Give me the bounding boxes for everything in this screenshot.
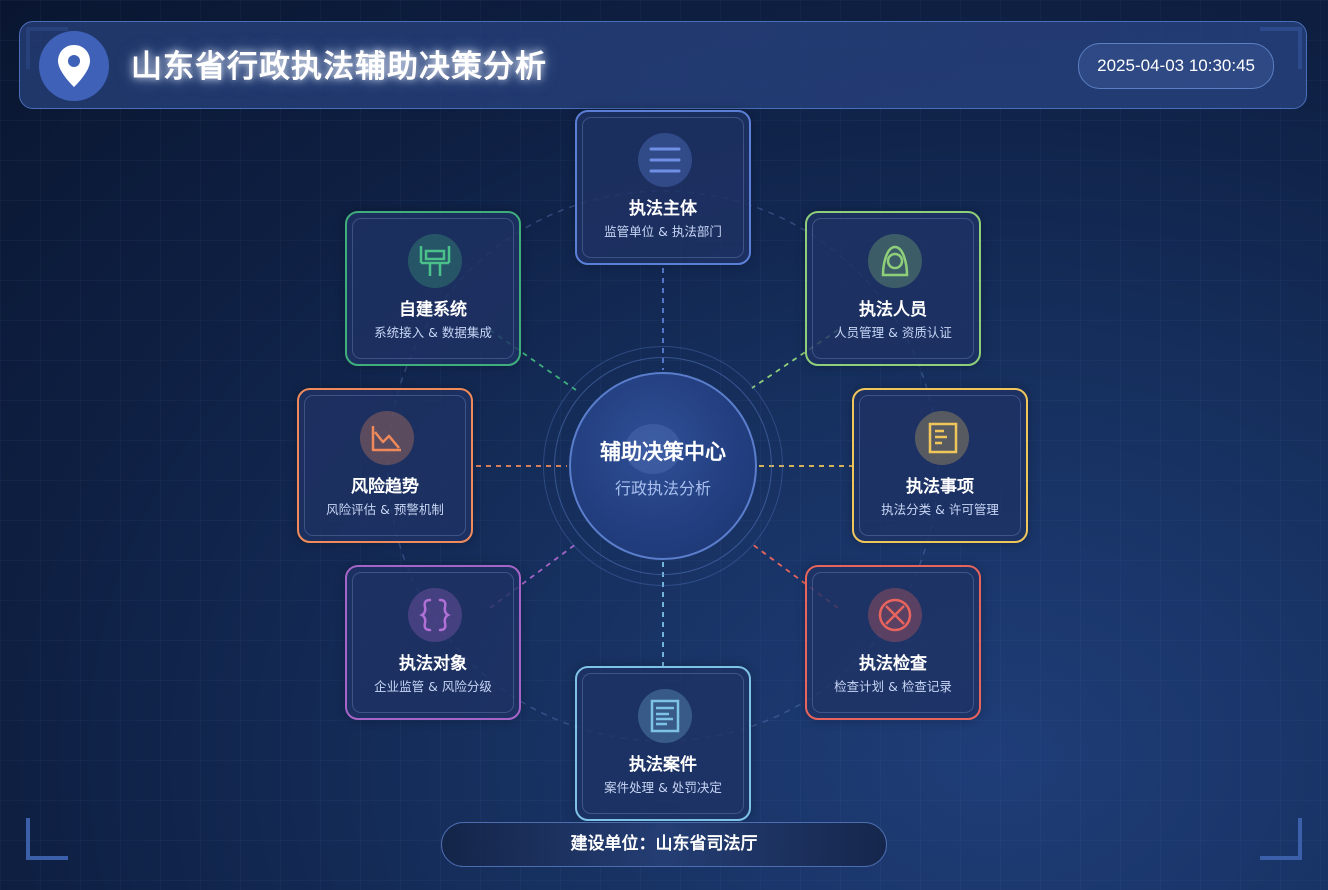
hub-title: 辅助决策中心 xyxy=(600,440,726,464)
node-subtitle: 检查计划 & 检查记录 xyxy=(834,679,952,694)
menu-icon xyxy=(638,133,692,187)
person-icon xyxy=(868,234,922,288)
page-title: 山东省行政执法辅助决策分析 xyxy=(131,49,547,85)
header-bar: 山东省行政执法辅助决策分析 2025-04-03 10:30:45 xyxy=(19,21,1307,109)
node-title: 执法人员 xyxy=(859,300,927,320)
node-title: 执法案件 xyxy=(629,755,697,775)
node-title: 自建系统 xyxy=(399,300,467,320)
node-subtitle: 系统接入 & 数据集成 xyxy=(374,325,492,340)
node-subject[interactable]: 执法主体 监管单位 & 执法部门 xyxy=(575,110,751,265)
hub-subtitle: 行政执法分析 xyxy=(614,479,711,498)
location-pin-icon xyxy=(39,31,109,101)
braces-icon xyxy=(408,588,462,642)
node-inspection[interactable]: 执法检查 检查计划 & 检查记录 xyxy=(805,565,981,720)
node-personnel[interactable]: 执法人员 人员管理 & 资质认证 xyxy=(805,211,981,366)
node-subtitle: 执法分类 & 许可管理 xyxy=(881,502,999,517)
node-title: 执法检查 xyxy=(859,654,927,674)
node-title: 执法事项 xyxy=(906,477,974,497)
node-selfbuilt[interactable]: 自建系统 系统接入 & 数据集成 xyxy=(345,211,521,366)
hub-ring xyxy=(543,346,783,586)
node-title: 风险趋势 xyxy=(351,477,419,497)
node-cases[interactable]: 执法案件 案件处理 & 处罚决定 xyxy=(575,666,751,821)
node-subtitle: 案件处理 & 处罚决定 xyxy=(604,780,722,795)
close-circle-icon xyxy=(868,588,922,642)
node-title: 执法对象 xyxy=(399,654,467,674)
node-subtitle: 监管单位 & 执法部门 xyxy=(604,224,722,239)
corner-decoration xyxy=(26,818,68,860)
footer-credit: 建设单位：山东省司法厅 xyxy=(441,822,887,867)
hub-glow xyxy=(625,424,681,474)
node-objects[interactable]: 执法对象 企业监管 & 风险分级 xyxy=(345,565,521,720)
node-subtitle: 企业监管 & 风险分级 xyxy=(374,679,492,694)
file-icon xyxy=(638,689,692,743)
datetime-display: 2025-04-03 10:30:45 xyxy=(1078,43,1274,89)
node-subtitle: 人员管理 & 资质认证 xyxy=(834,325,952,340)
node-subtitle: 风险评估 & 预警机制 xyxy=(326,502,444,517)
node-matters[interactable]: 执法事项 执法分类 & 许可管理 xyxy=(852,388,1028,543)
trend-down-icon xyxy=(360,411,414,465)
node-risk[interactable]: 风险趋势 风险评估 & 预警机制 xyxy=(297,388,473,543)
monitor-icon xyxy=(408,234,462,288)
hub-ring xyxy=(554,357,772,575)
decision-center-hub[interactable]: 辅助决策中心 行政执法分析 xyxy=(569,372,757,560)
document-list-icon xyxy=(915,411,969,465)
node-title: 执法主体 xyxy=(629,199,697,219)
corner-decoration xyxy=(1260,818,1302,860)
